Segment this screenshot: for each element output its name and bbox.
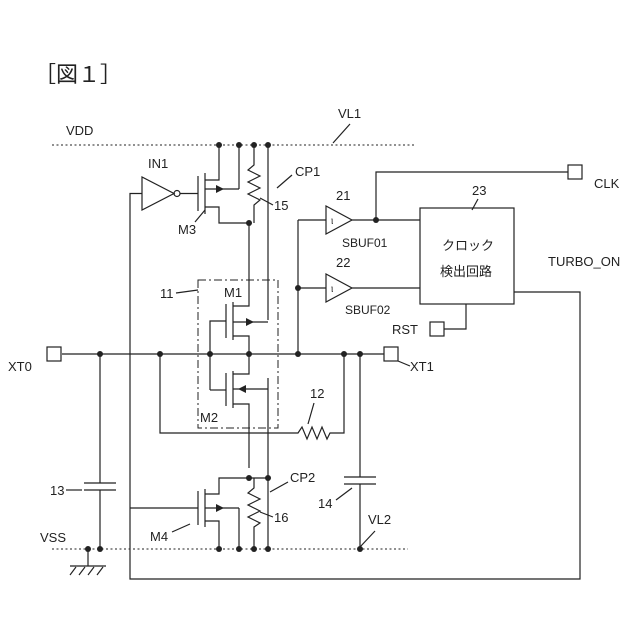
rst-wire [444, 304, 466, 329]
vl2-label: VL2 [368, 512, 391, 527]
sbuf02-label: SBUF02 [345, 303, 391, 317]
m4-leader [172, 524, 190, 532]
ref-14: 14 [318, 496, 332, 511]
detector-label-line1: クロック [442, 238, 494, 253]
capacitor-13 [84, 354, 116, 549]
ref-16: 16 [274, 510, 288, 525]
rst-label: RST [392, 322, 418, 337]
m4-label: M4 [150, 529, 168, 544]
figure-title: ［図１］ [34, 62, 122, 87]
xt0-label: XT0 [8, 359, 32, 374]
m3-label: M3 [178, 222, 196, 237]
ref-12: 12 [310, 386, 324, 401]
sbuf01-label: SBUF01 [342, 236, 388, 250]
vss-label: VSS [40, 530, 66, 545]
ref-21: 21 [336, 188, 350, 203]
vl1-leader [333, 124, 350, 143]
in1-label: IN1 [148, 156, 168, 171]
m3-leader [195, 210, 205, 222]
clock-detector-23 [420, 208, 514, 304]
ref-13: 13 [50, 483, 64, 498]
turbo-on-label: TURBO_ON [548, 254, 620, 269]
junction-dots [85, 142, 379, 552]
ref-22: 22 [336, 255, 350, 270]
ref-14-leader [336, 488, 352, 500]
m1-label: M1 [224, 285, 242, 300]
clk-pad[interactable] [568, 165, 582, 179]
detector-label-line2: 検出回路 [440, 264, 492, 279]
cp2-label: CP2 [290, 470, 315, 485]
cp2-leader [270, 482, 288, 492]
xt0-pad[interactable] [47, 347, 61, 361]
m2-label: M2 [200, 410, 218, 425]
cp1-leader [277, 175, 292, 188]
ref-15-leader [260, 198, 273, 205]
ref-11: 11 [160, 286, 174, 301]
clk-label: CLK [594, 176, 620, 191]
ref-11-leader [176, 290, 198, 293]
schmitt-buffer-22: Ⲓ [326, 274, 420, 302]
transistor-m4 [130, 478, 249, 549]
ref-15: 15 [274, 198, 288, 213]
rst-pad[interactable] [430, 322, 444, 336]
vl1-label: VL1 [338, 106, 361, 121]
ground-icon [70, 549, 106, 575]
transistor-m2 [210, 354, 268, 468]
ref-12-leader [308, 403, 314, 424]
svg-text:Ⲓ: Ⲓ [331, 285, 333, 294]
xt1-label: XT1 [410, 359, 434, 374]
resistor-15 [248, 145, 260, 223]
ref-23: 23 [472, 183, 486, 198]
transistor-m1 [210, 298, 268, 390]
transistor-m3 [198, 145, 249, 223]
xt1-pad[interactable] [384, 347, 398, 361]
svg-text:Ⲓ: Ⲓ [331, 217, 333, 226]
xt1-leader [398, 361, 410, 366]
vdd-label: VDD [66, 123, 93, 138]
cp1-label: CP1 [295, 164, 320, 179]
vl2-leader [360, 531, 375, 547]
ref-16-leader [260, 512, 273, 517]
